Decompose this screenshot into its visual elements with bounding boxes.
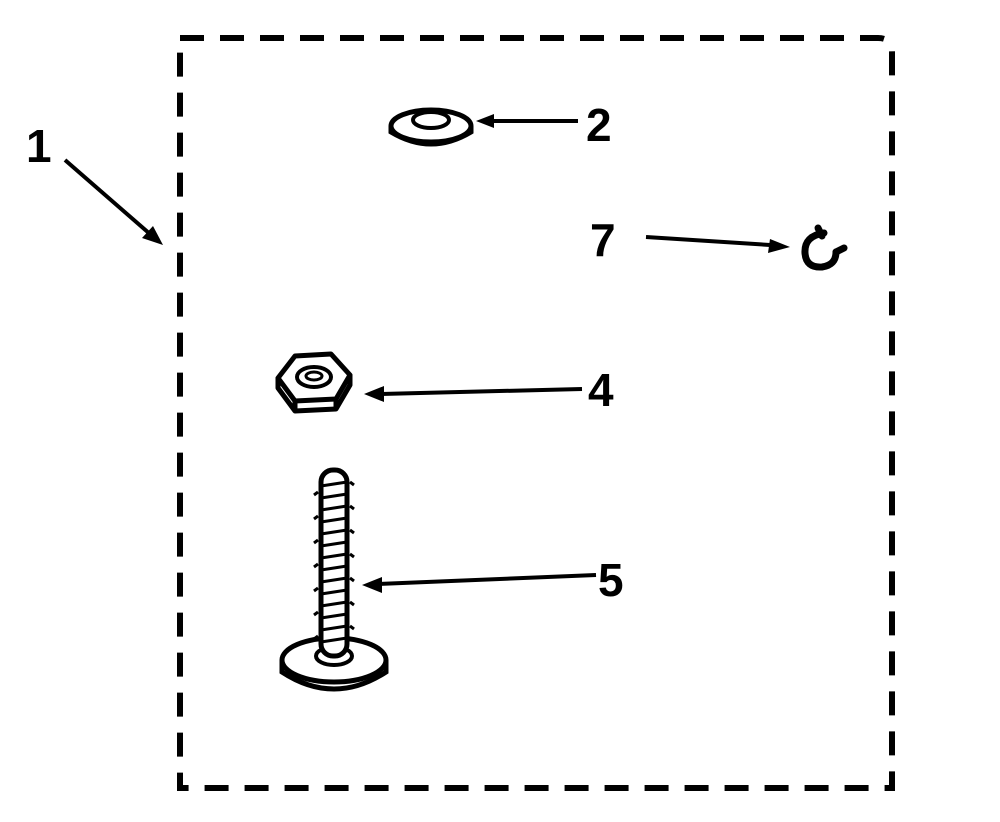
- leader-arrow-2: [476, 114, 578, 128]
- clip-icon: [801, 224, 848, 271]
- washer-icon: [388, 107, 474, 147]
- callout-label-4: 4: [588, 364, 614, 416]
- callout-label-1: 1: [26, 120, 52, 172]
- callout-label-2: 2: [586, 99, 612, 151]
- leader-arrow-5: [362, 573, 597, 593]
- leader-arrow-7: [645, 235, 790, 253]
- kit-boundary-dashed-box: [177, 35, 895, 791]
- screw-icon: [279, 467, 389, 692]
- leader-arrow-4: [364, 386, 583, 402]
- leader-arrow-1: [63, 158, 163, 245]
- callout-label-5: 5: [598, 554, 624, 606]
- hex-nut-icon: [275, 351, 353, 414]
- callout-label-7: 7: [590, 214, 616, 266]
